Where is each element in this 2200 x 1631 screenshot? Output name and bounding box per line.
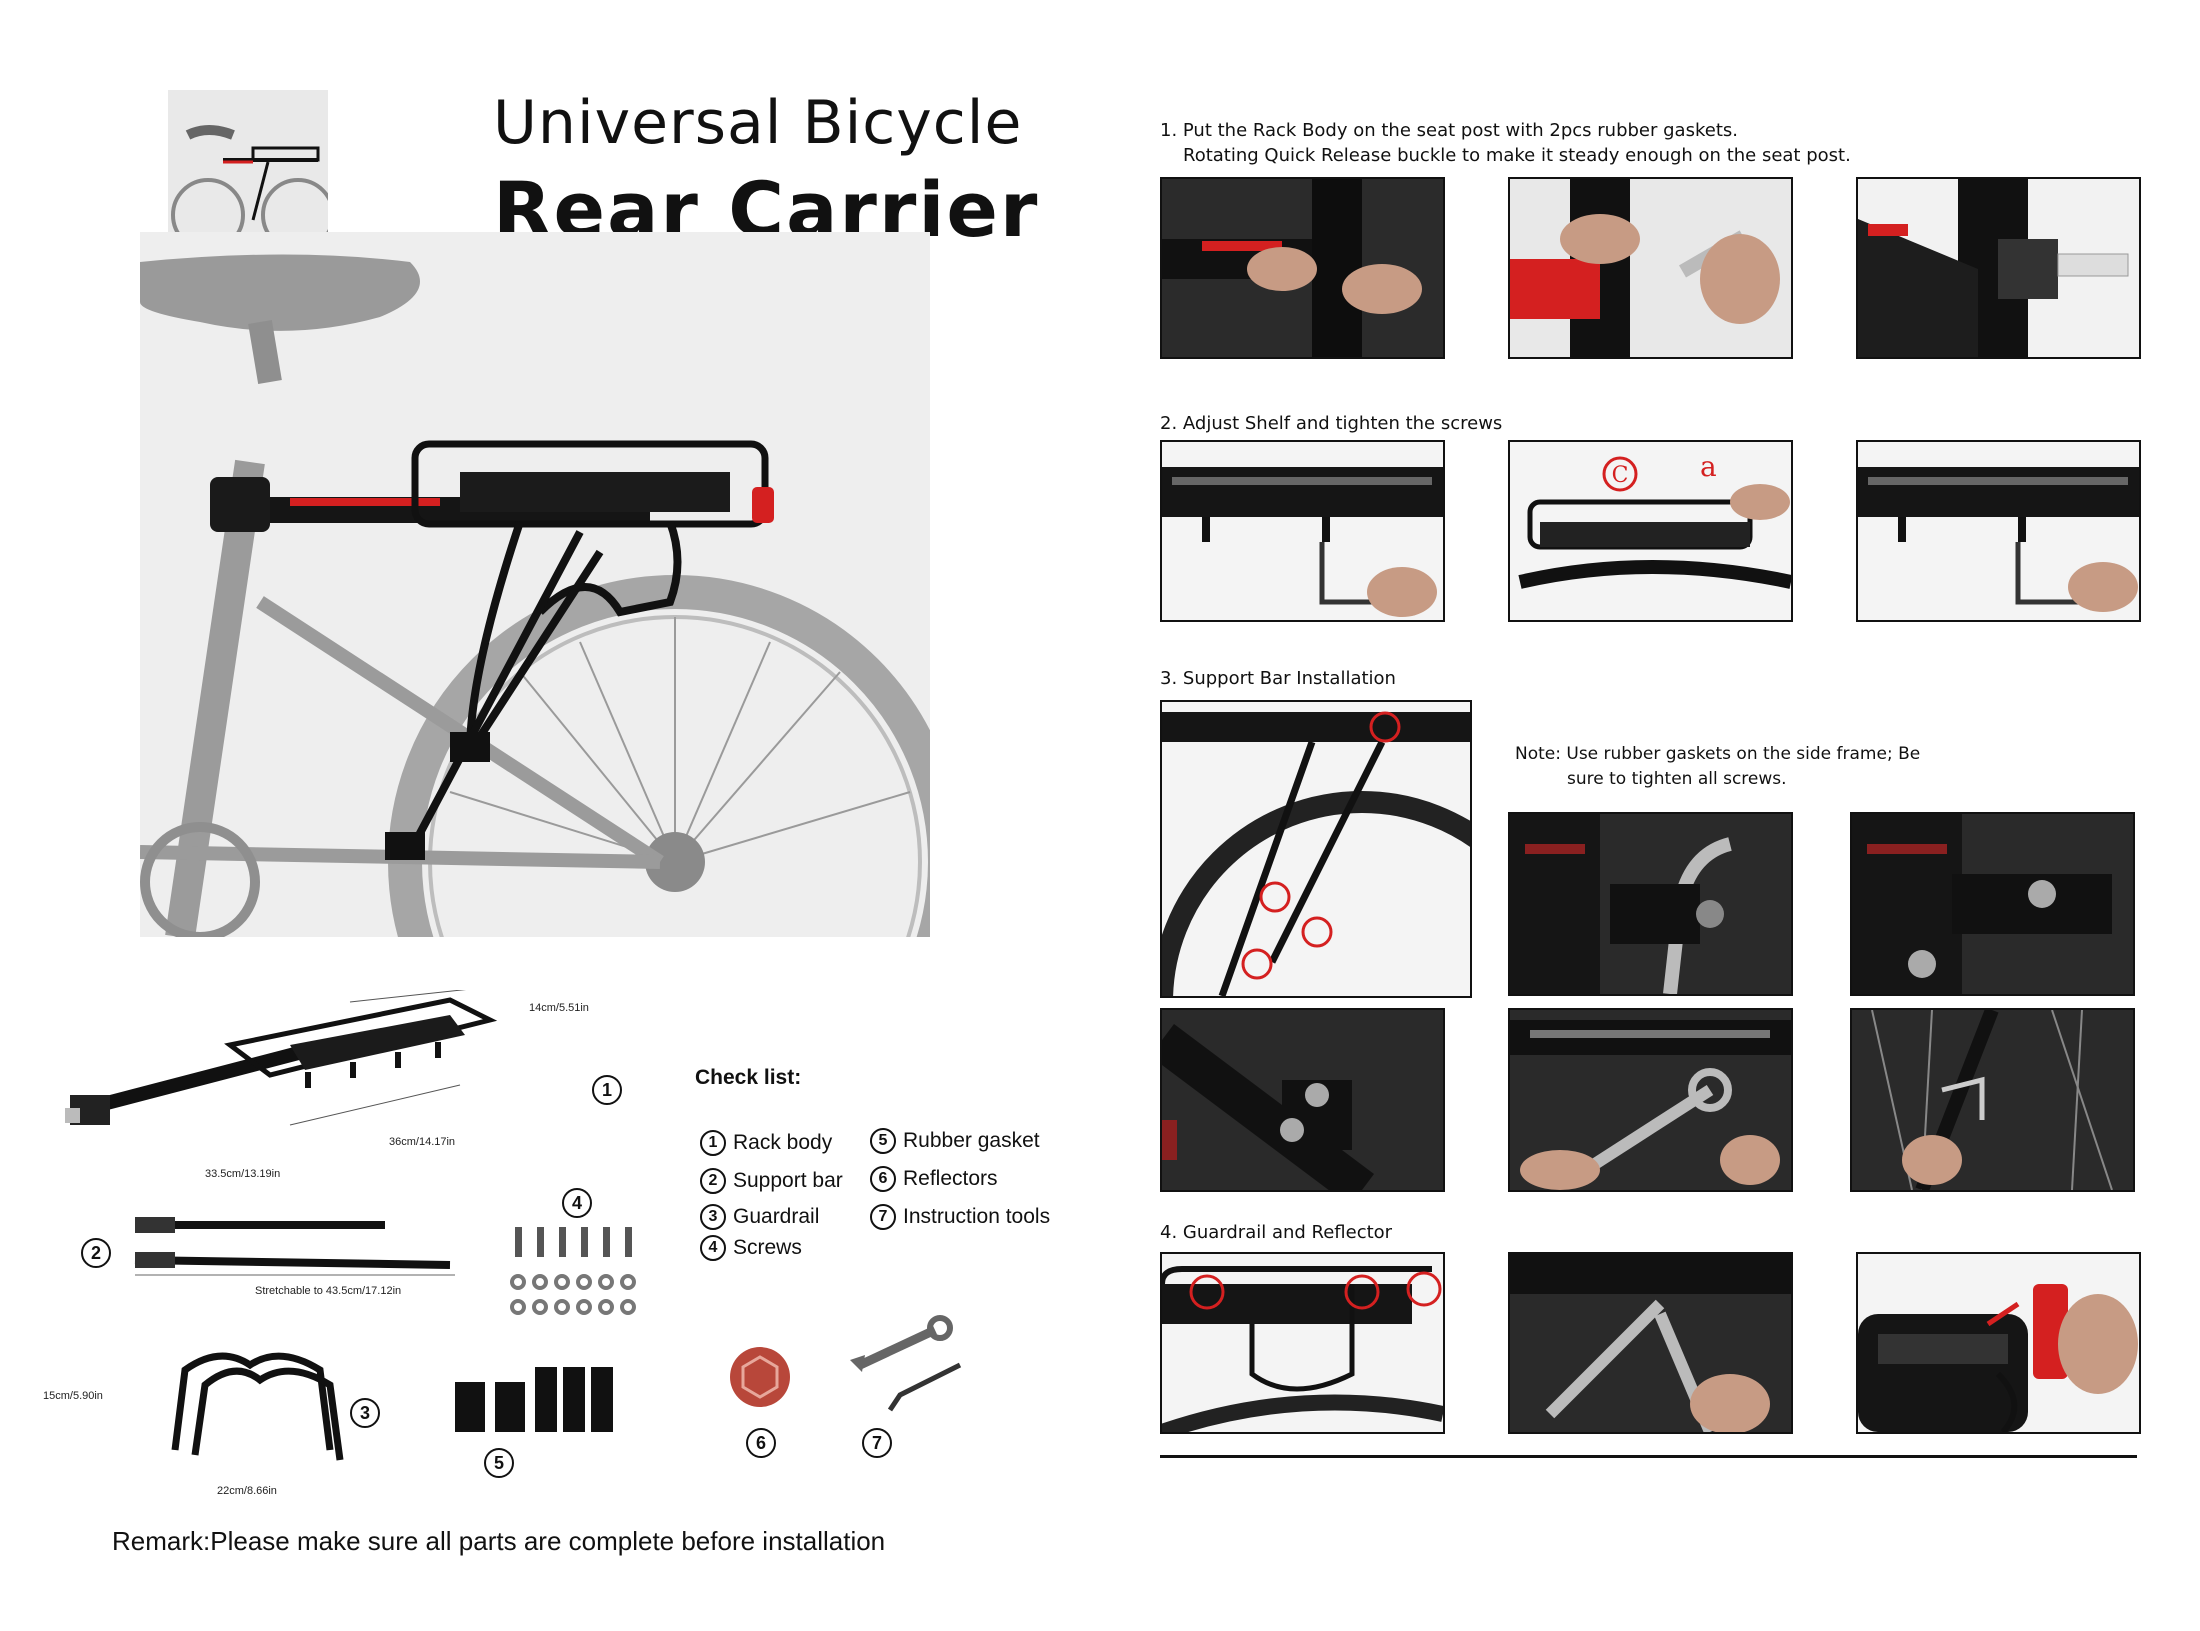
checklist-item-2: 2 Support bar: [700, 1168, 843, 1194]
bottom-divider: [1160, 1455, 2137, 1458]
part-number-5: 5: [484, 1448, 514, 1478]
checklist-label: Screws: [733, 1236, 802, 1259]
mark-c: C: [1612, 463, 1629, 488]
step-3-note: Note: Use rubber gaskets on the side fra…: [1515, 742, 1920, 792]
main-bike-photo: [139, 232, 962, 1149]
remark-text: Remark:Please make sure all parts are co…: [112, 1526, 886, 1556]
checklist-label: Support bar: [733, 1169, 843, 1192]
checklist-number: 2: [700, 1168, 726, 1194]
step-1-photo-2: [1508, 177, 1793, 359]
part-support-bar-drawing: [125, 1210, 465, 1280]
dim-width-label: 14cm/5.51in: [529, 1002, 589, 1014]
part-rack-body-drawing: [60, 987, 580, 1180]
dim-guard-width-label: 22cm/8.66in: [217, 1485, 277, 1497]
step-3-photo-3: [1850, 812, 2135, 996]
thumbnail-bike-photo: [168, 90, 335, 252]
dim-post-label: 33.5cm/13.19in: [205, 1168, 281, 1180]
step-3-photo-6: [1850, 1008, 2135, 1192]
checklist-number: 7: [870, 1204, 896, 1230]
step-1-photo-1: [1160, 177, 1445, 359]
step-3-photo-5: [1508, 1008, 1793, 1192]
note-line-2: sure to tighten all screws.: [1567, 769, 1787, 789]
part-reflector-drawing: [725, 1342, 795, 1412]
checklist-item-1: 1 Rack body: [700, 1130, 832, 1156]
checklist-number: 3: [700, 1204, 726, 1230]
part-number-1: 1: [592, 1075, 622, 1105]
part-number-6: 6: [746, 1428, 776, 1458]
step-4-heading: 4. Guardrail and Reflector: [1160, 1222, 1393, 1243]
dim-guard-height-label: 15cm/5.90in: [43, 1390, 103, 1402]
mark-a: a: [1700, 450, 1717, 483]
checklist-number: 1: [700, 1130, 726, 1156]
step-2-heading: 2. Adjust Shelf and tighten the screws: [1160, 413, 1503, 434]
dim-stretch-label: Stretchable to 43.5cm/17.12in: [255, 1285, 402, 1297]
checklist-item-6: 6 Reflectors: [870, 1166, 998, 1192]
dim-length-label: 36cm/14.17in: [389, 1136, 456, 1148]
part-guardrail-drawing: [160, 1330, 360, 1480]
step-4-photo-3: [1856, 1252, 2141, 1434]
checklist-label: Guardrail: [733, 1205, 820, 1228]
checklist-label: Rack body: [733, 1131, 833, 1154]
checklist-title: Check list:: [695, 1066, 802, 1089]
step-1-photo-3: [1856, 177, 2141, 359]
part-tools-drawing: [840, 1310, 970, 1420]
part-screws-drawing: [505, 1222, 655, 1322]
checklist-number: 6: [870, 1166, 896, 1192]
title-line-1: Universal Bicycle: [493, 88, 1023, 158]
note-line-1: Note: Use rubber gaskets on the side fra…: [1515, 744, 1921, 764]
step-2-photo-1: [1160, 440, 1445, 622]
step-3-photo-4: [1160, 1008, 1445, 1192]
checklist-number: 5: [870, 1128, 896, 1154]
step-3-photo-2: [1508, 812, 1793, 996]
part-rubber-gasket-drawing: [455, 1362, 635, 1442]
checklist-number: 4: [700, 1235, 726, 1261]
checklist-label: Reflectors: [903, 1167, 998, 1190]
part-number-3: 3: [350, 1398, 380, 1428]
part-number-2: 2: [81, 1238, 111, 1268]
checklist-item-3: 3 Guardrail: [700, 1204, 819, 1230]
checklist-label: Instruction tools: [903, 1205, 1051, 1228]
step-4-photo-2: [1508, 1252, 1793, 1434]
checklist-item-7: 7 Instruction tools: [870, 1204, 1050, 1230]
step-3-photo-main: [1160, 700, 1472, 998]
step-3-heading: 3. Support Bar Installation: [1160, 668, 1396, 689]
part-number-4: 4: [562, 1188, 592, 1218]
part-number-7: 7: [862, 1428, 892, 1458]
checklist-item-4: 4 Screws: [700, 1235, 802, 1261]
step-4-photo-1: [1160, 1252, 1445, 1434]
checklist-label: Rubber gasket: [903, 1129, 1040, 1152]
checklist-item-5: 5 Rubber gasket: [870, 1128, 1040, 1154]
step-1-heading-line2: Rotating Quick Release buckle to make it…: [1183, 145, 1851, 166]
step-1-heading: 1. Put the Rack Body on the seat post wi…: [1160, 120, 1738, 141]
step-2-photo-3: [1856, 440, 2141, 622]
